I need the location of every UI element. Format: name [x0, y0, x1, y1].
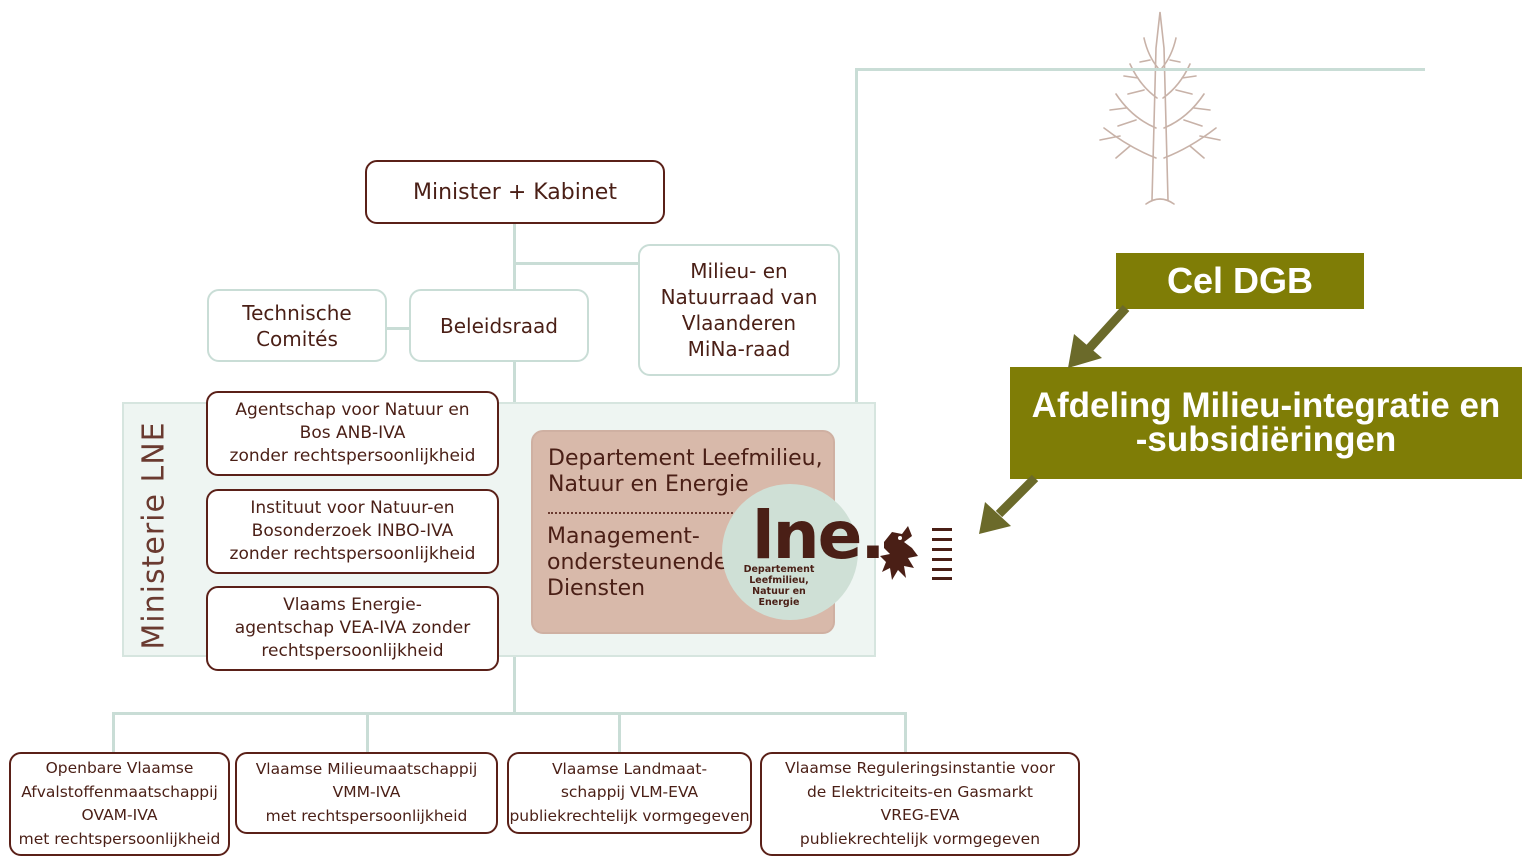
- external-agency-label: Vlaamse Reguleringsinstantie voor de Ele…: [784, 759, 1056, 848]
- agency-box-anb: Agentschap voor Natuur en Bos ANB-IVA zo…: [206, 391, 499, 476]
- external-agency-box-ovam: Openbare Vlaamse Afvalstoffenmaatschappi…: [9, 752, 230, 856]
- agency-box-inbo: Instituut voor Natuur-en Bosonderzoek IN…: [206, 489, 499, 574]
- external-agency-box-vreg: Vlaamse Reguleringsinstantie voor de Ele…: [760, 752, 1080, 856]
- afdeling-label-line1: Afdeling Milieu-integratie en: [1031, 386, 1501, 425]
- connector-line: [112, 712, 907, 715]
- external-agency-label: Vlaamse Milieumaatschappij VMM-IVA met r…: [255, 759, 478, 825]
- lne-logo-text: lne.: [752, 497, 885, 574]
- connector-line: [366, 712, 369, 754]
- connector-line: [855, 68, 858, 508]
- agency-label: Agentschap voor Natuur en Bos ANB-IVA zo…: [229, 400, 476, 466]
- department-sub: Management- ondersteunende Diensten: [547, 524, 728, 601]
- agency-label: Instituut voor Natuur-en Bosonderzoek IN…: [229, 498, 476, 564]
- tree-icon: [1099, 11, 1221, 205]
- external-agency-label: Openbare Vlaamse Afvalstoffenmaatschappi…: [18, 759, 221, 848]
- beleidsraad-label: Beleidsraad: [440, 313, 558, 338]
- technische-comites-box: Technische Comités: [207, 289, 387, 362]
- connector-line: [513, 262, 640, 265]
- mina-raad-label: Milieu- en Natuurraad van Vlaanderen MiN…: [660, 259, 818, 361]
- arrow-icon: [1068, 304, 1130, 368]
- agency-label: Vlaams Energie- agentschap VEA-IVA zonde…: [234, 595, 471, 661]
- agency-box-vea: Vlaams Energie- agentschap VEA-IVA zonde…: [206, 586, 499, 671]
- lne-logo-subtitle: Departement Leefmilieu, Natuur en Energi…: [743, 564, 815, 608]
- external-agency-label: Vlaamse Landmaat- schappij VLM-EVA publi…: [509, 759, 750, 825]
- minister-box: Minister + Kabinet: [365, 160, 665, 224]
- external-agency-box-vmm: Vlaamse Milieumaatschappij VMM-IVA met r…: [235, 752, 498, 834]
- department-box: Departement Leefmilieu, Natuur en Energi…: [531, 430, 835, 634]
- technische-comites-label: Technische Comités: [242, 300, 352, 351]
- external-agency-box-vlm: Vlaamse Landmaat- schappij VLM-EVA publi…: [507, 752, 752, 834]
- beleidsraad-box: Beleidsraad: [409, 289, 589, 362]
- arrow-icon: [979, 474, 1039, 534]
- lne-logo-circle: [722, 484, 858, 620]
- afdeling-callout: Afdeling Milieu-integratie en -subsidiër…: [1010, 367, 1522, 479]
- connector-line: [618, 712, 621, 754]
- flemish-lion-icon: [880, 526, 952, 580]
- connector-line: [855, 68, 1425, 71]
- ministerie-label: Ministerie LNE: [136, 420, 172, 650]
- mina-raad-box: Milieu- en Natuurraad van Vlaanderen MiN…: [638, 244, 840, 376]
- cel-dgb-callout: Cel DGB: [1116, 253, 1364, 309]
- department-title: Departement Leefmilieu, Natuur en Energi…: [548, 446, 823, 497]
- connector-line: [112, 712, 115, 754]
- connector-line: [385, 327, 412, 330]
- minister-label: Minister + Kabinet: [413, 179, 617, 205]
- afdeling-label-line2: -subsidiëringen: [1135, 420, 1397, 459]
- connector-line: [904, 712, 907, 754]
- department-divider: [548, 512, 748, 514]
- cel-dgb-label: Cel DGB: [1166, 260, 1314, 301]
